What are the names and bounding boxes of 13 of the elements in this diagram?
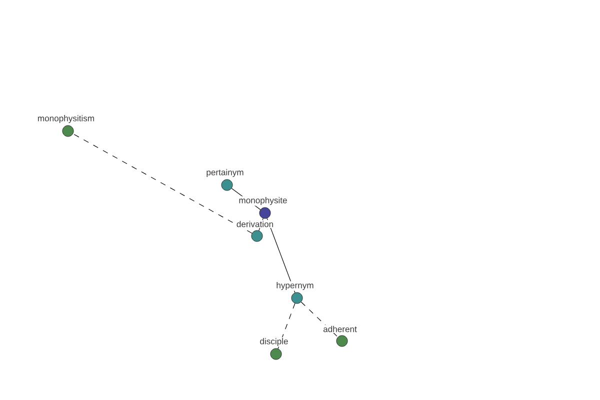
connector-line <box>266 218 296 293</box>
connector-line <box>231 188 261 210</box>
node-label: disciple <box>260 338 288 346</box>
node-label: pertainym <box>206 169 244 177</box>
node-label: derivation <box>236 220 273 228</box>
connector-line <box>300 302 338 338</box>
connector-line <box>278 303 296 349</box>
node-label: hypernym <box>276 282 314 290</box>
node-label: adherent <box>323 326 357 332</box>
node-label: monophysitism <box>38 115 94 123</box>
connector-line <box>258 218 264 231</box>
node-label: monophysite <box>239 197 287 205</box>
connector-line <box>72 134 252 234</box>
